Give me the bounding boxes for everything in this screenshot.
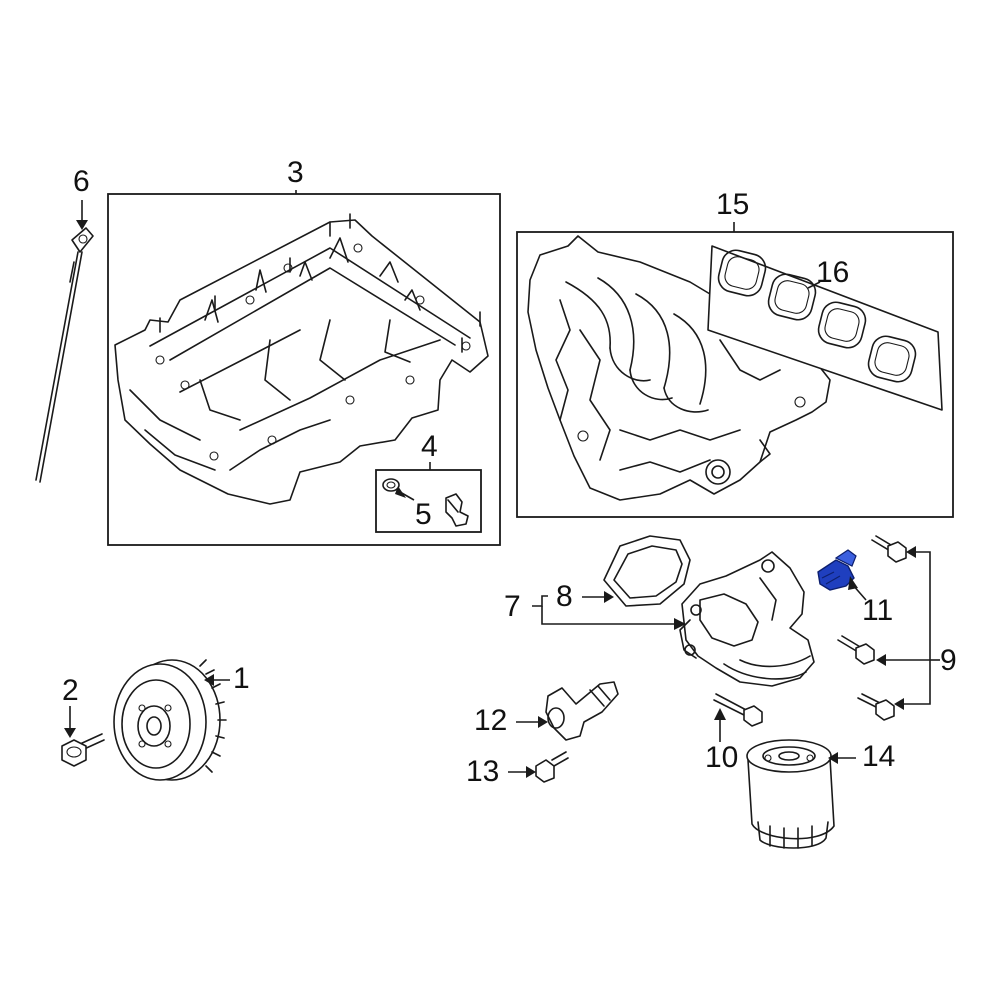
callout-10: 10	[705, 741, 739, 774]
callout-8: 8	[556, 580, 573, 613]
intake-manifold[interactable]	[527, 235, 831, 501]
callout-2: 2	[62, 674, 79, 707]
oil-pan-group-box	[107, 193, 501, 546]
cooler-fitting[interactable]	[545, 681, 619, 741]
oil-filter[interactable]	[746, 739, 835, 849]
housing-bolt-upper[interactable]	[871, 535, 907, 563]
drain-plug[interactable]	[445, 493, 469, 527]
callout-11: 11	[862, 594, 894, 627]
oil-filter-housing[interactable]	[679, 551, 815, 687]
callout-4: 4	[421, 430, 438, 463]
crankshaft-pulley[interactable]	[113, 659, 227, 781]
drain-plug-gasket[interactable]	[382, 478, 400, 492]
callout-14: 14	[862, 740, 896, 773]
dipstick[interactable]	[35, 227, 94, 483]
callout-9: 9	[940, 644, 957, 677]
callout-13: 13	[466, 755, 500, 788]
oil-pan[interactable]	[114, 213, 489, 505]
callout-5: 5	[415, 498, 432, 531]
callout-12: 12	[474, 704, 508, 737]
filter-housing-gasket[interactable]	[603, 535, 691, 607]
callout-15: 15	[716, 188, 750, 221]
callout-3: 3	[287, 156, 304, 189]
pulley-bolt[interactable]	[61, 733, 105, 767]
intake-manifold-group-box	[516, 231, 954, 518]
leader-lines	[64, 190, 940, 778]
callout-16: 16	[816, 256, 850, 289]
housing-bolt-lower[interactable]	[857, 693, 895, 721]
intake-gasket[interactable]	[707, 245, 943, 411]
stud-fitting[interactable]	[535, 751, 569, 783]
callout-7: 7	[504, 590, 521, 623]
housing-bolt-middle[interactable]	[837, 635, 875, 665]
callout-6: 6	[73, 165, 90, 198]
callout-1: 1	[233, 662, 250, 695]
housing-bolt-long[interactable]	[713, 693, 763, 727]
drain-plug-group-box	[375, 469, 482, 533]
